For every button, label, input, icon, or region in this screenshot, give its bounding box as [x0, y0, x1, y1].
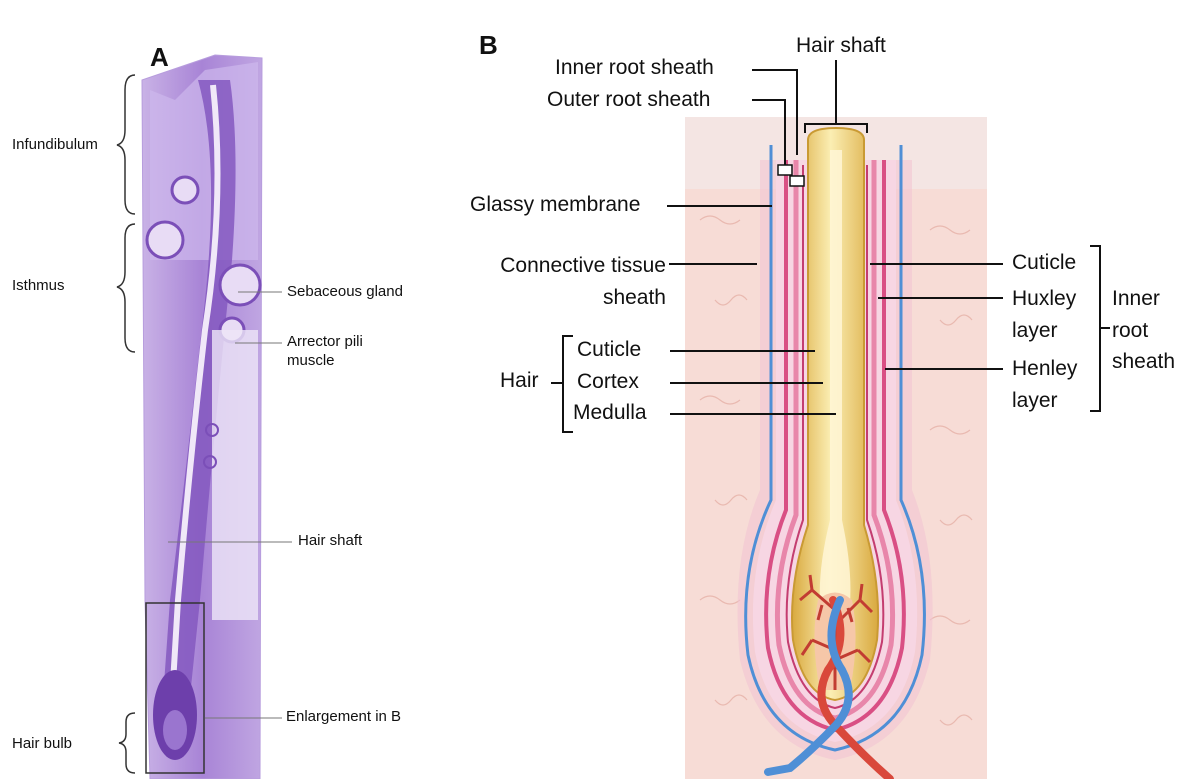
inner-root-sheath-right-label: Inner root sheath: [1112, 283, 1180, 378]
connective-tissue-sheath-label: Connective tissue sheath: [476, 250, 666, 313]
hair-label: Hair: [500, 367, 539, 395]
inner-root-sheath-top-label: Inner root sheath: [555, 54, 714, 82]
cuticle-right-label: Cuticle: [1012, 249, 1076, 277]
hair-brace: [551, 336, 573, 432]
huxley-layer-label: Huxley layer: [1012, 283, 1084, 346]
outer-root-sheath-label: Outer root sheath: [547, 86, 710, 114]
hair-cuticle-label: Cuticle: [577, 336, 641, 364]
cortex-label: Cortex: [577, 368, 639, 396]
panel-b-letter: B: [479, 30, 498, 61]
medulla-label: Medulla: [573, 399, 647, 427]
glassy-membrane-label: Glassy membrane: [470, 191, 640, 219]
hair-shaft-b-label: Hair shaft: [796, 32, 886, 60]
henley-layer-label: Henley layer: [1012, 353, 1084, 416]
inner-root-sheath-brace: [1090, 246, 1110, 411]
